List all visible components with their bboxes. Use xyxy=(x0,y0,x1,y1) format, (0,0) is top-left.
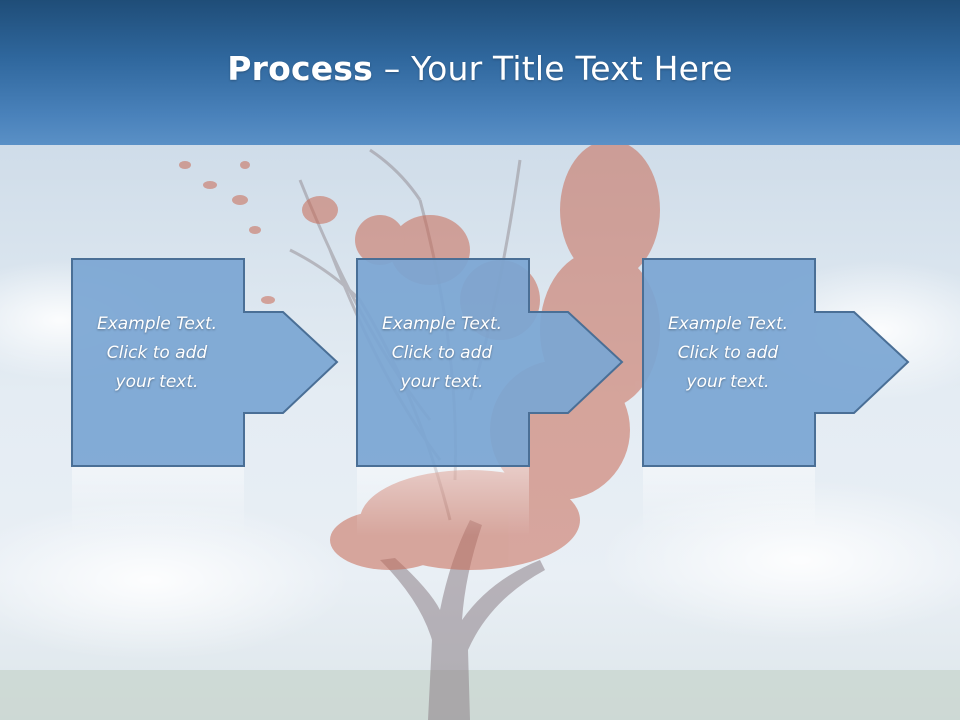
arrow-right-icon xyxy=(71,258,339,536)
process-step-2[interactable]: Example Text. Click to add your text. xyxy=(356,258,696,558)
arrow-right-icon xyxy=(356,258,624,536)
process-step-1[interactable]: Example Text. Click to add your text. xyxy=(71,258,411,558)
step-text-line: your text. xyxy=(686,372,770,392)
title-text: Your Title Text Here xyxy=(411,49,733,88)
step-text-line: Example Text. xyxy=(381,314,503,334)
step-text: Example Text. Click to add your text. xyxy=(356,310,528,397)
step-text-line: Example Text. xyxy=(96,314,218,334)
process-step-3[interactable]: Example Text. Click to add your text. xyxy=(642,258,942,558)
step-text-line: your text. xyxy=(400,372,484,392)
step-text-line: Click to add xyxy=(106,343,208,363)
step-text-line: Click to add xyxy=(677,343,779,363)
title-separator: – xyxy=(373,49,412,88)
step-text: Example Text. Click to add your text. xyxy=(71,310,243,397)
title-bar: Process – Your Title Text Here xyxy=(0,0,960,145)
step-text: Example Text. Click to add your text. xyxy=(642,310,814,397)
arrow-right-icon xyxy=(642,258,910,536)
step-text-line: your text. xyxy=(115,372,199,392)
step-text-line: Click to add xyxy=(391,343,493,363)
slide-title[interactable]: Process – Your Title Text Here xyxy=(227,49,733,88)
title-bold: Process xyxy=(227,49,373,88)
step-text-line: Example Text. xyxy=(667,314,789,334)
